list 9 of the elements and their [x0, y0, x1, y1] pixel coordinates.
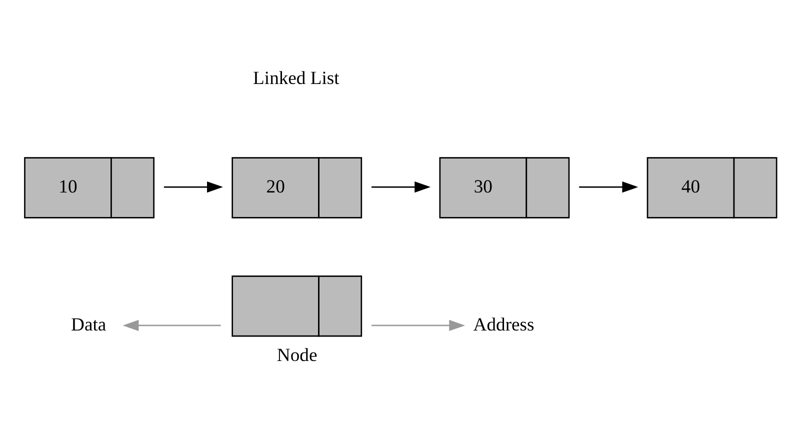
arrow — [372, 181, 431, 193]
arrow — [164, 181, 223, 193]
node-label: Node — [276, 344, 318, 366]
node-text: Address — [473, 314, 534, 336]
arrow — [122, 320, 221, 332]
arrow — [372, 320, 466, 332]
arrow — [579, 181, 638, 193]
node-text: Data — [71, 314, 106, 336]
label: Linked List — [253, 68, 340, 90]
